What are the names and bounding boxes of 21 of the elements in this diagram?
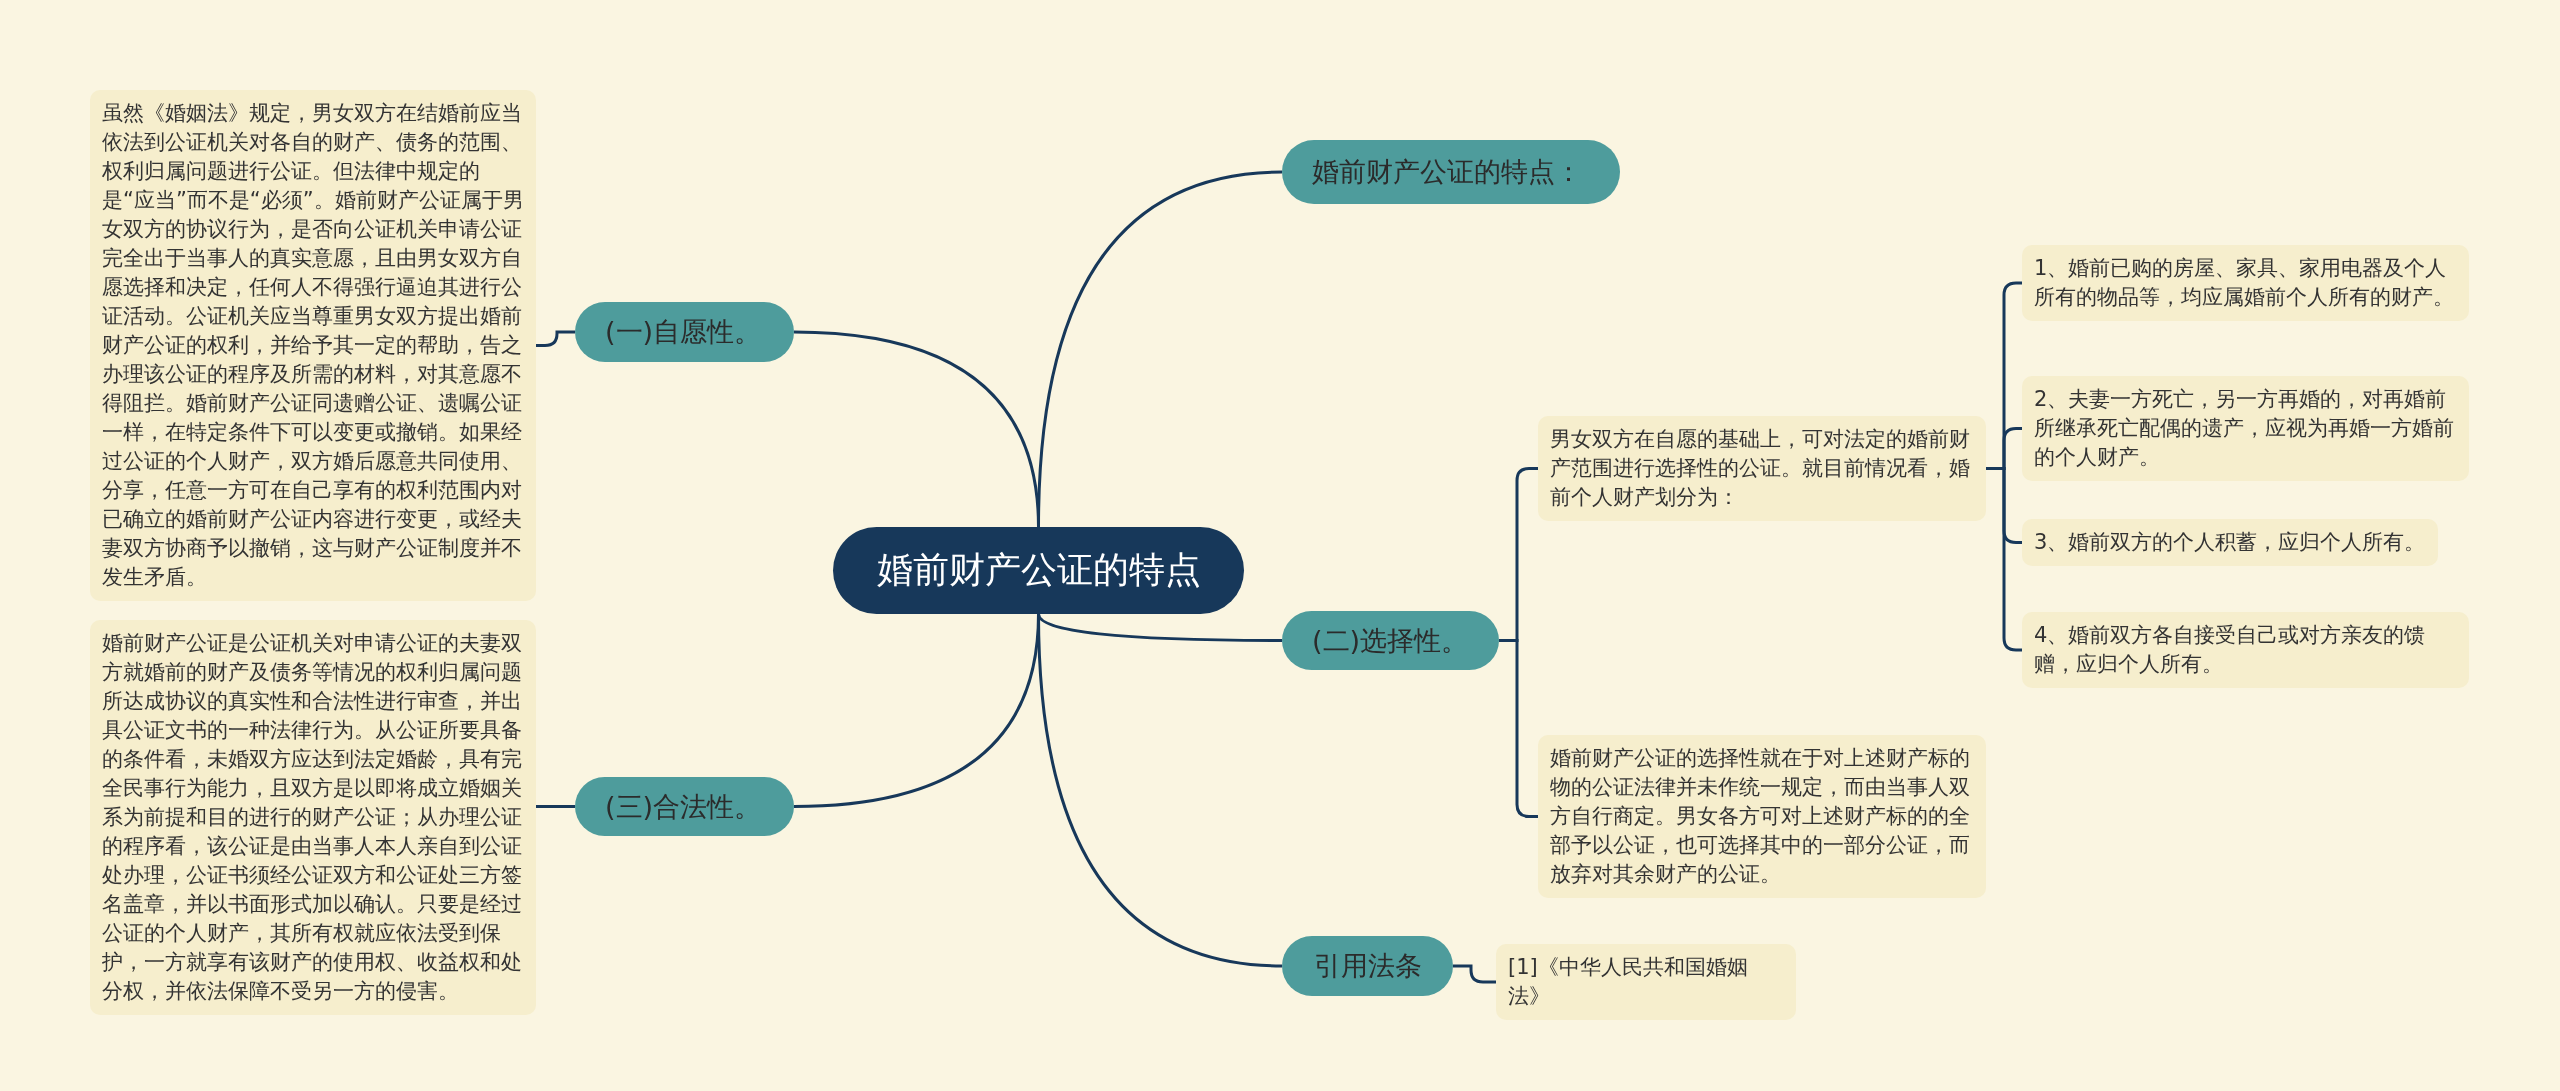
connector-line [1499,639,1538,818]
topic-pill: 婚前财产公证的特点： [1282,140,1620,204]
text-note: [1]《中华人民共和国婚姻法》 [1496,944,1796,1020]
topic-pill: 引用法条 [1282,936,1453,996]
connector-line [536,805,575,808]
text-note: 男女双方在自愿的基础上，可对法定的婚前财产范围进行选择性的公证。就目前情况看，婚前个人财产划分为： [1538,416,1986,521]
text-note: 婚前财产公证的选择性就在于对上述财产标的物的公证法律并未作统一规定，而由当事人双方自行商定。男女各方可对上述财产标的的全部予以公证，也可选择其中的一部分公证，而放弃对其余财产的公证。 [1538,735,1986,898]
topic-pill: (一)自愿性。 [575,302,794,362]
text-note: 虽然《婚姻法》规定，男女双方在结婚前应当依法到公证机关对各自的财产、债务的范围、权利归属问题进行公证。但法律中规定的是“应当”而不是“必须”。婚前财产公证属于男女双方的协议行为，是否向公证机关申请公证完全出于当事人的真实意愿，且由男女双方自愿选择和决定，任何人不得强行逼迫其进行公证活动。公证机关应当尊重男女双方提出婚前财产公证的权利，并给予其一定的帮助，告之办理该公证的程序及所需的材料，对其意愿不得阻拦。婚前财产公证同遗赠公证、遗嘱公证一样，在特定条件下可以变更或撤销。如果经过公证的个人财产，双方婚后愿意共同使用、分享，任意一方可在自己享有的权利范围内对已确立的婚前财产公证内容进行变更，或经夫妻双方协商予以撤销，这与财产公证制度并不发生矛盾。 [90,90,536,601]
text-note: 2、夫妻一方死亡，另一方再婚的，对再婚前所继承死亡配偶的遗产，应视为再婚一方婚前的个人财产。 [2022,376,2469,481]
connector-line [536,330,575,347]
text-note: 4、婚前双方各自接受自己或对方亲友的馈赠，应归个人所有。 [2022,612,2469,688]
topic-pill: (三)合法性。 [575,777,794,836]
central-topic: 婚前财产公证的特点 [833,527,1244,614]
connector-line [793,330,1040,528]
topic-pill: (二)选择性。 [1282,611,1499,670]
connector-line [1037,613,1282,642]
text-note: 婚前财产公证是公证机关对申请公证的夫妻双方就婚前的财产及债务等情况的权利归属问题所达成协议的真实性和合法性进行审查，并出具公证文书的一种法律行为。从公证所要具备的条件看，未婚双方应达到法定婚龄，具有完全民事行为能力，且双方是以即将成立婚姻关系为前提和目的进行的财产公证；从办理公证的程序看，该公证是由当事人本人亲自到公证处办理，公证书须经公证双方和公证处三方签名盖章，并以书面形式加以确认。只要是经过公证的个人财产，其所有权就应依法受到保护，一方就享有该财产的使用权、收益权和处分权，并依法保障不受另一方的侵害。 [90,620,536,1015]
connector-line [1453,964,1496,984]
text-note: 3、婚前双方的个人积蓄，应归个人所有。 [2022,519,2438,566]
text-note: 1、婚前已购的房屋、家具、家用电器及个人所有的物品等，均应属婚前个人所有的财产。 [2022,245,2469,321]
